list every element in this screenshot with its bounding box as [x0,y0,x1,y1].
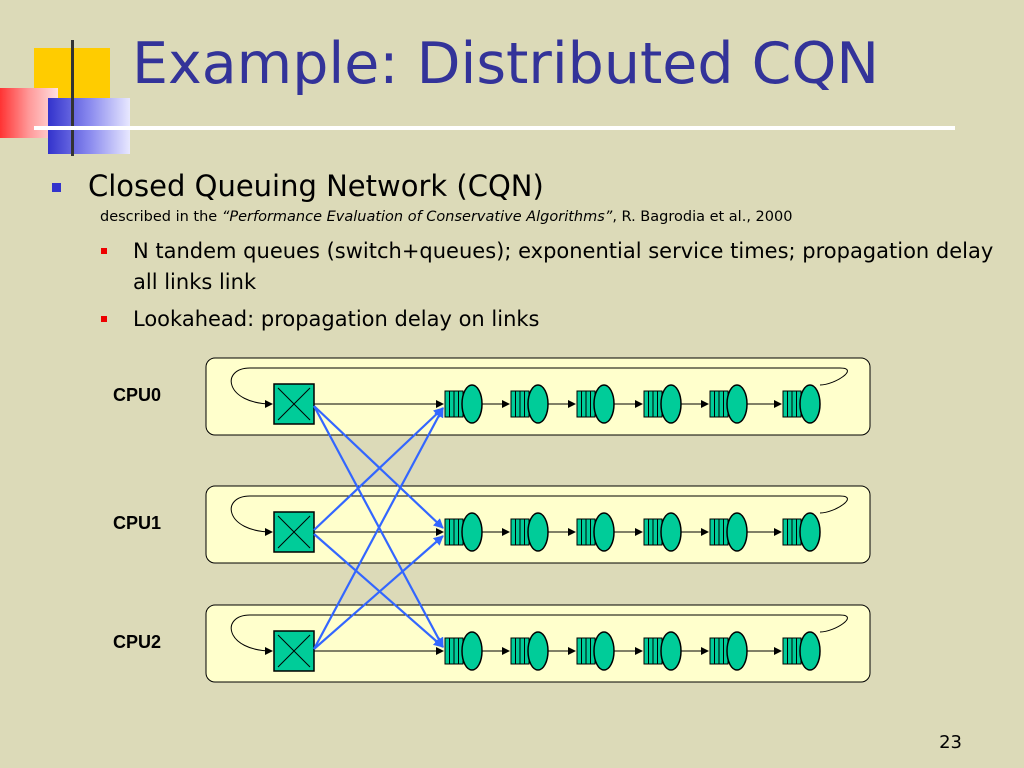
sub-bullet-marker [101,316,107,322]
server-node [726,384,748,424]
queue-server [782,512,821,552]
cross-cpu-link [313,535,444,650]
bullet-marker [52,183,61,192]
server-node [593,384,615,424]
queue-server [576,512,615,552]
server-node [799,384,821,424]
server-node [660,384,682,424]
server-node [461,512,483,552]
queue-server [709,384,748,424]
queue-server [709,631,748,671]
cross-cpu-link [313,405,444,529]
main-bullet: Closed Queuing Network (CQN) [52,169,544,203]
main-bullet-text: Closed Queuing Network (CQN) [88,169,544,203]
switch-cross-line [277,515,311,549]
switch-cross-line [277,634,311,668]
cross-cpu-link [313,533,444,648]
cpu-panel [205,357,871,436]
queue-server [510,384,549,424]
queue-server [444,631,483,671]
server-node [593,512,615,552]
queue-server [510,512,549,552]
cross-cpu-link [313,407,444,650]
source-suffix: , R. Bagrodia et al., 2000 [612,209,793,225]
title-underline [34,126,955,130]
feedback-loop [230,614,848,655]
queue-server [444,384,483,424]
sub-bullet-text: N tandem queues (switch+queues); exponen… [133,239,994,294]
page-number: 23 [939,732,962,753]
feedback-loop [230,367,848,408]
queue-server [510,631,549,671]
sub-bullet-marker [101,248,107,254]
queue-server [709,512,748,552]
cross-cpu-link [313,407,444,531]
server-node [726,512,748,552]
server-node [527,631,549,671]
queue-server [643,512,682,552]
cpu-panel [205,604,871,683]
server-node [461,384,483,424]
server-node [593,631,615,671]
server-node [726,631,748,671]
queue-server [643,384,682,424]
sub-bullet-text: Lookahead: propagation delay on links [133,307,540,331]
feedback-loop [230,495,848,536]
queue-server [444,512,483,552]
cpu-label: CPU2 [113,632,162,652]
sub-bullet: Lookahead: propagation delay on links [101,304,1001,335]
server-node [799,512,821,552]
source-prefix: described in the [100,209,222,225]
server-node [799,631,821,671]
queue-server [643,631,682,671]
slide-title: Example: Distributed CQN [132,31,879,97]
cpu-label: CPU1 [113,513,162,533]
queue-server [576,631,615,671]
server-node [527,512,549,552]
source-work-title: “Performance Evaluation of Conservative … [221,209,613,225]
server-node [527,384,549,424]
queue-server [782,631,821,671]
queue-server [782,384,821,424]
logo-vertical-rule [71,40,74,156]
sub-bullet: N tandem queues (switch+queues); exponen… [101,236,1001,298]
cpu-panel [205,485,871,564]
server-node [660,631,682,671]
cpu-label: CPU0 [113,385,162,405]
server-node [660,512,682,552]
source-citation: described in the “Performance Evaluation… [100,209,792,225]
server-node [461,631,483,671]
queue-server [576,384,615,424]
switch-cross-line [277,387,311,421]
